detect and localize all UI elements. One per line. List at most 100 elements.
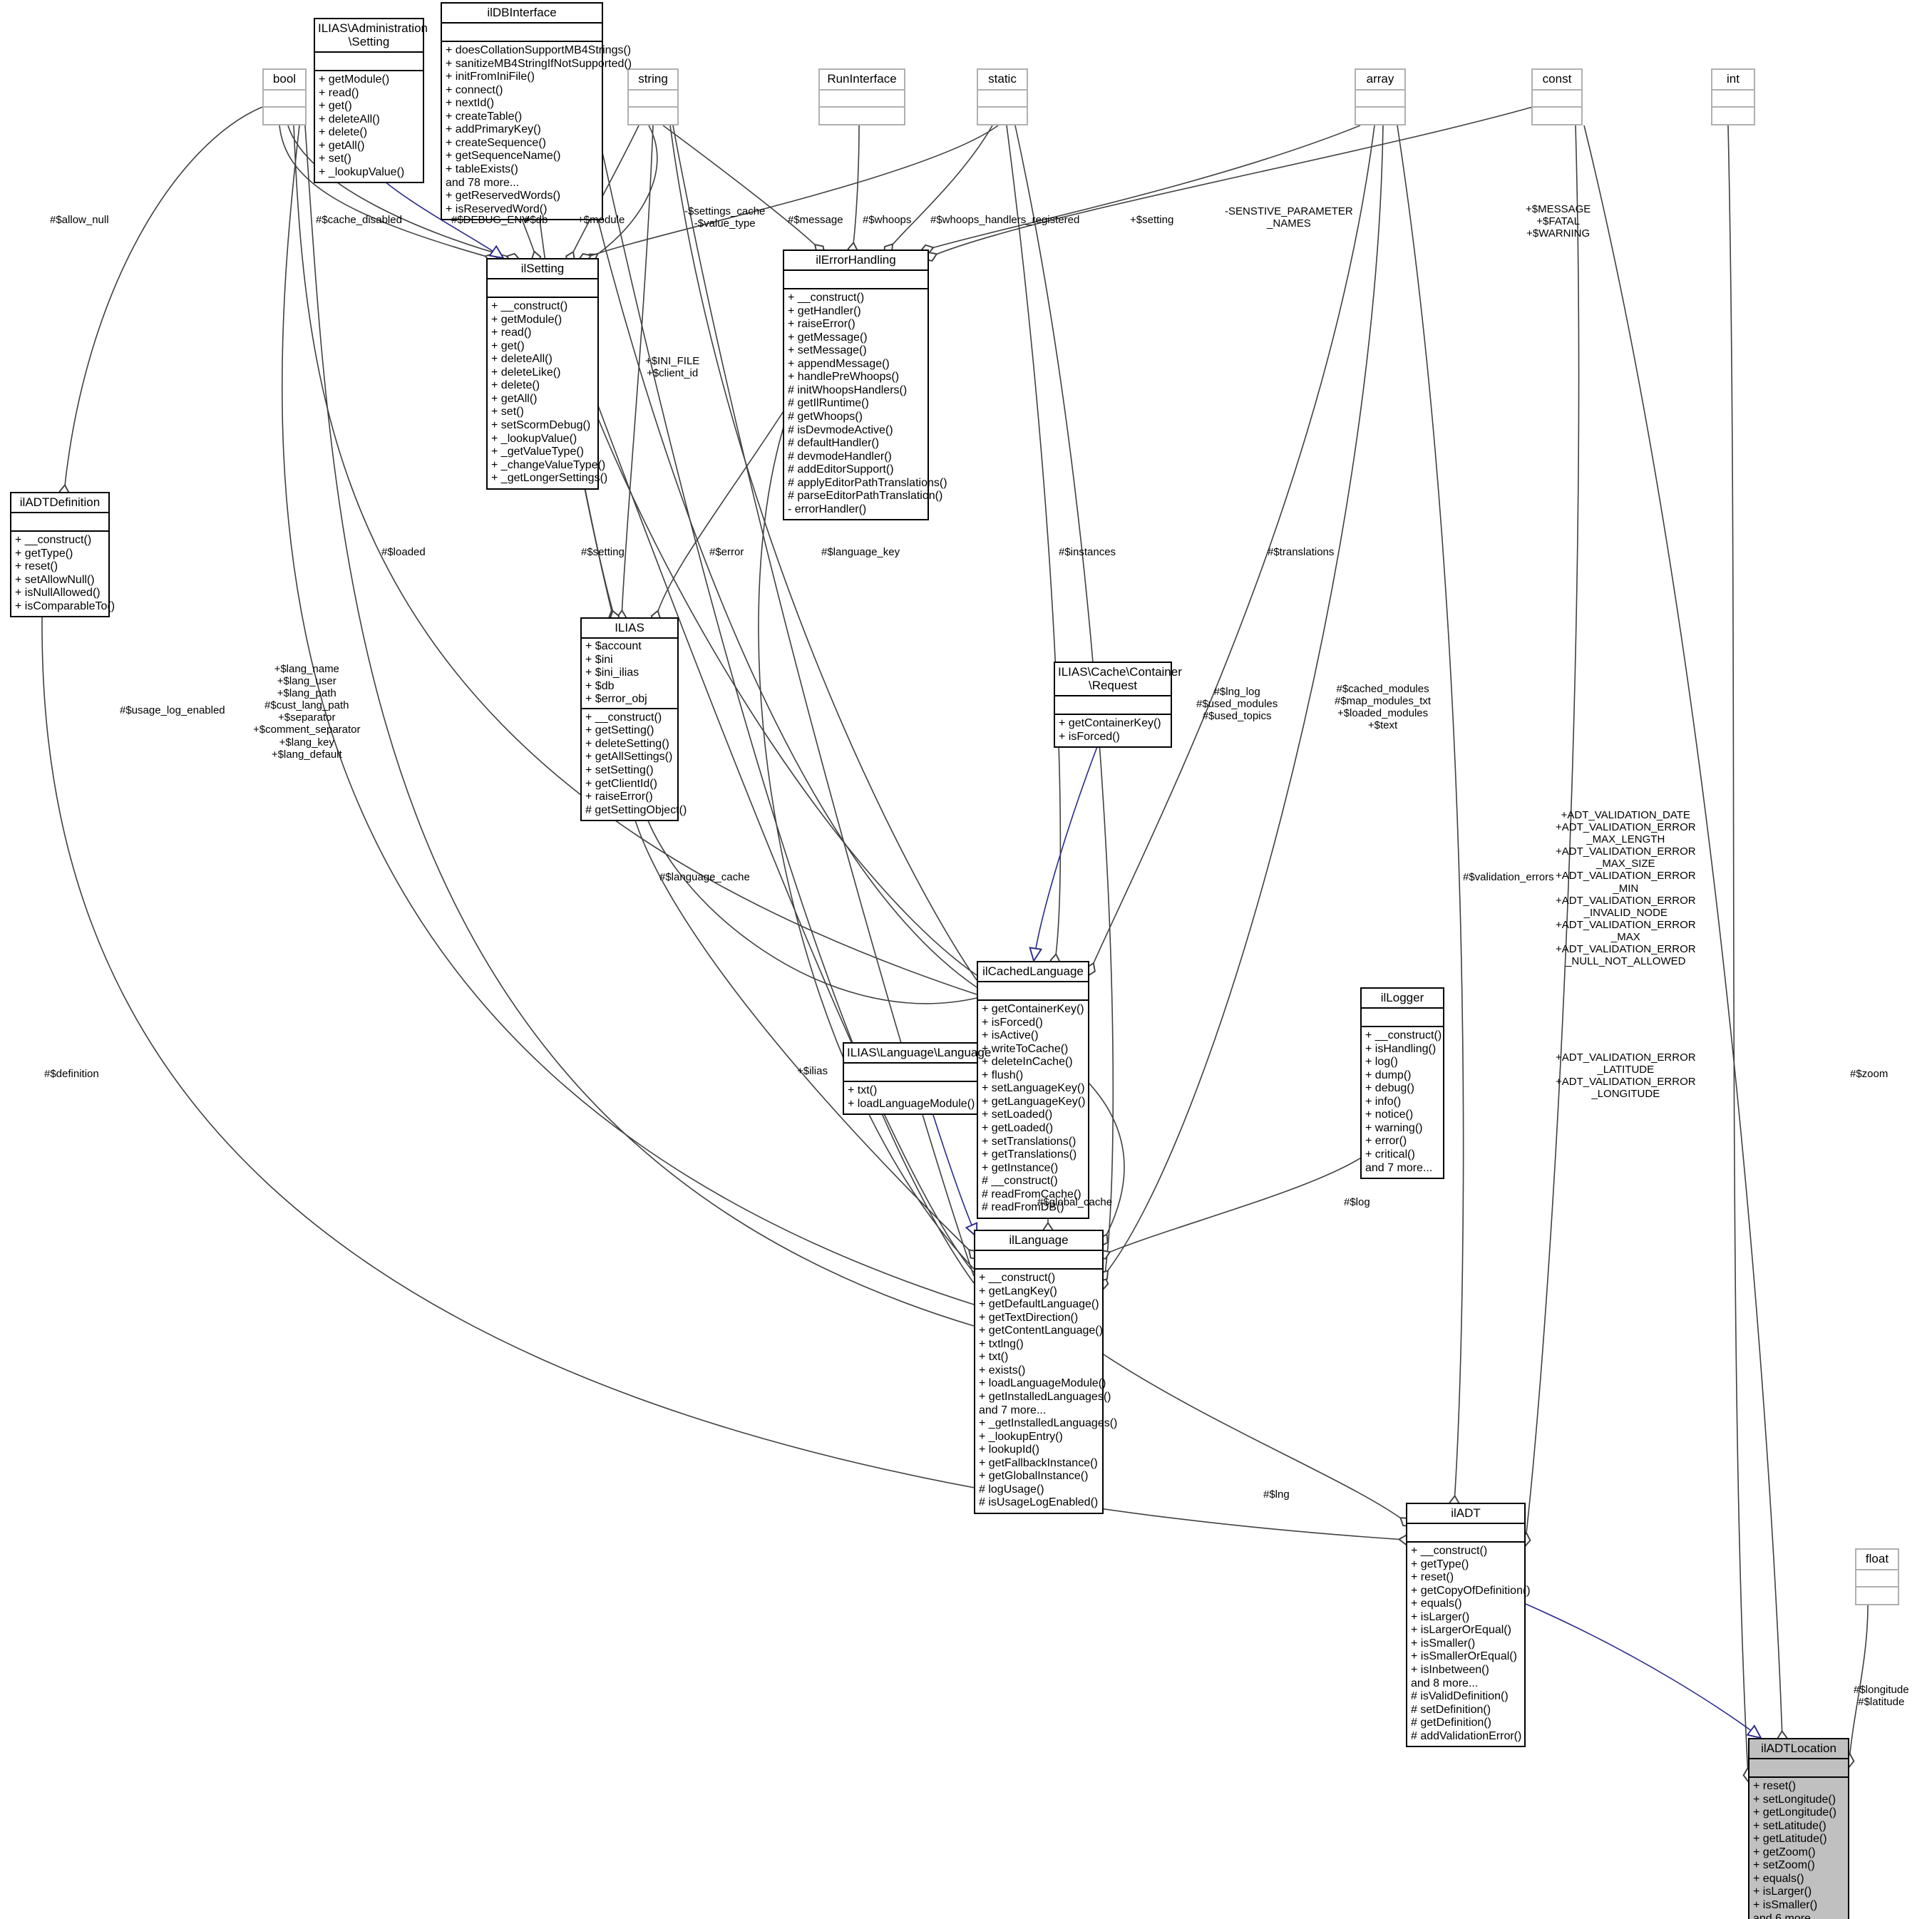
class-node-ilerrorhandling[interactable]: ilErrorHandling + __construct()+ getHand…: [783, 249, 947, 521]
class-member: # getSettingObject(): [585, 803, 687, 816]
class-member: + writeToCache(): [982, 1042, 1069, 1055]
edge-label-senstive-param: -SENSTIVE_PARAMETER _NAMES: [1225, 205, 1353, 230]
class-member: + get(): [491, 339, 525, 352]
class-member: + getLongitude(): [1753, 1806, 1836, 1819]
class-member: + isNullAllowed(): [15, 587, 101, 600]
type-node-band: [820, 91, 904, 108]
class-operations: + __construct()+ getLangKey()+ getDefaul…: [975, 1270, 1117, 1513]
class-member: + isSmallerOrEqual(): [1411, 1650, 1517, 1663]
class-attributes: [11, 513, 108, 533]
class-node-illogger[interactable]: ilLogger + __construct()+ isHandling()+ …: [1360, 987, 1444, 1180]
class-operations: + __construct()+ getType()+ reset()+ get…: [1407, 1543, 1531, 1746]
type-node-band: [264, 108, 305, 123]
class-member: + getClientId(): [585, 777, 657, 790]
class-member: + dump(): [1365, 1069, 1412, 1081]
class-member: + getAll(): [319, 139, 365, 152]
class-member: # isDevmodeActive(): [788, 423, 893, 436]
class-member: + deleteAll(): [491, 353, 553, 366]
edge-label-ilias-alias: +$ilias: [797, 1065, 828, 1077]
class-operations: + reset()+ setLongitude()+ getLongitude(…: [1749, 1778, 1848, 1919]
type-node-band: [1856, 1588, 1898, 1603]
class-member: + _lookupValue(): [491, 432, 577, 445]
edge-label-setting-top: +$setting: [1130, 214, 1174, 226]
edge-label-whoops-handlers: #$whoops_handlers_registered: [930, 214, 1080, 226]
type-node-band: [1856, 1570, 1898, 1588]
type-node-band: [629, 91, 677, 108]
class-member: + isForced(): [982, 1016, 1043, 1029]
class-attributes: [978, 982, 1088, 1002]
class-member: + getSetting(): [585, 724, 654, 737]
class-member: + loadLanguageModule(): [979, 1377, 1106, 1390]
type-node-band: [629, 108, 677, 123]
type-node-band: [1356, 91, 1404, 108]
class-member: + setScormDebug(): [491, 418, 591, 431]
type-node-static: static: [977, 68, 1028, 125]
class-member: + isForced(): [1059, 730, 1120, 743]
class-member: + getFallbackInstance(): [979, 1456, 1098, 1469]
type-node-band: [1712, 108, 1754, 123]
class-member: + getInstalledLanguages(): [979, 1390, 1111, 1403]
class-title: ilSetting: [488, 259, 597, 280]
type-node-float: float: [1855, 1548, 1899, 1605]
class-member: # applyEditorPathTranslations(): [788, 476, 947, 489]
class-member: + getModule(): [491, 313, 562, 326]
class-title: ilErrorHandling: [784, 251, 928, 272]
class-node-ildbinterface[interactable]: ilDBInterface + doesCollationSupportMB4S…: [441, 2, 632, 221]
class-member: + setSetting(): [585, 763, 654, 776]
class-member: + sanitizeMB4StringIfNotSupported(): [446, 57, 632, 70]
class-member: + isComparableTo(): [15, 600, 115, 612]
class-node-iladtdefinition[interactable]: ilADTDefinition + __construct()+ getType…: [10, 492, 115, 618]
class-node-ilias-administration-setting[interactable]: ILIAS\Administration \Setting + getModul…: [314, 18, 428, 184]
class-member: + delete(): [491, 379, 540, 392]
type-node-band: [1356, 108, 1404, 123]
class-member: + raiseError(): [585, 791, 653, 803]
edge-label-setting-mid: #$setting: [581, 546, 625, 558]
class-member: + deleteAll(): [319, 113, 380, 125]
class-member: + $db: [585, 679, 615, 692]
class-title: ilADTLocation: [1749, 1739, 1848, 1760]
class-member: + read(): [491, 326, 532, 339]
type-node-label: RunInterface: [820, 70, 904, 91]
class-member: + getContainerKey(): [1059, 717, 1161, 730]
class-member: + isHandling(): [1365, 1042, 1437, 1055]
class-member: + log(): [1365, 1056, 1398, 1069]
class-member: + read(): [319, 86, 359, 99]
class-member: + _getValueType(): [491, 446, 585, 458]
edge-label-whoops: #$whoops: [863, 214, 912, 226]
edge-label-language-key: #$language_key: [821, 546, 900, 558]
class-member: + isSmaller(): [1411, 1637, 1476, 1650]
edge-label-cached-modules: #$cached_modules #$map_modules_txt +$loa…: [1335, 683, 1432, 732]
class-member: and 78 more...: [446, 176, 520, 189]
class-member: # __construct(): [982, 1175, 1058, 1188]
class-member: # defaultHandler(): [788, 437, 880, 450]
class-node-ilias-cache-container-request[interactable]: ILIAS\Cache\Container \Request + getCont…: [1054, 662, 1182, 748]
type-node-string: string: [627, 68, 679, 125]
type-node-band: [1533, 108, 1581, 123]
edge-label-instances: #$instances: [1059, 546, 1116, 558]
class-node-iladt[interactable]: ilADT + __construct()+ getType()+ reset(…: [1406, 1503, 1531, 1748]
class-node-ilias-language-language[interactable]: ILIAS\Language\Language + txt()+ loadLan…: [843, 1042, 991, 1116]
class-member: + setZoom(): [1753, 1859, 1815, 1872]
type-node-array: array: [1355, 68, 1406, 125]
edge-label-allow-null: #$allow_null: [50, 214, 109, 226]
class-node-ilias[interactable]: ILIAS + $account+ $ini+ $ini_ilias+ $db+…: [580, 617, 687, 822]
class-member: + appendMessage(): [788, 357, 890, 370]
class-member: + reset(): [1411, 1571, 1454, 1584]
class-member: and 7 more...: [979, 1404, 1047, 1416]
class-member: + lookupId(): [979, 1444, 1039, 1456]
class-title: ILIAS\Cache\Container \Request: [1055, 663, 1182, 697]
class-node-ilcachedlanguage[interactable]: ilCachedLanguage + getContainerKey()+ is…: [977, 961, 1089, 1219]
class-member: + loadLanguageModule(): [848, 1097, 975, 1110]
class-member: + setLanguageKey(): [982, 1082, 1085, 1095]
class-node-illanguage[interactable]: ilLanguage + __construct()+ getLangKey()…: [974, 1230, 1117, 1514]
class-member: + isActive(): [982, 1029, 1039, 1042]
type-node-label: const: [1533, 70, 1581, 91]
class-member: + setLatitude(): [1753, 1819, 1826, 1832]
edge-label-settings-cache: -$settings_cache -$value_type: [684, 205, 766, 230]
class-member: + __construct(): [15, 534, 92, 547]
class-node-iladtlocation[interactable]: ilADTLocation + reset()+ setLongitude()+…: [1748, 1738, 1849, 1919]
class-node-ilsetting[interactable]: ilSetting + __construct()+ getModule()+ …: [486, 258, 607, 490]
class-member: + equals(): [1753, 1872, 1804, 1885]
class-member: + __construct(): [1365, 1029, 1442, 1042]
